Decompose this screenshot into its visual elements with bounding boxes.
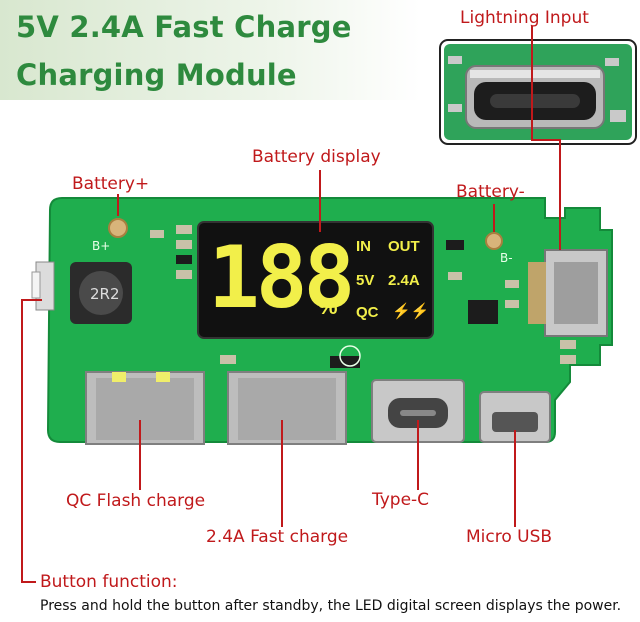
percent-sign: % (318, 294, 338, 319)
label-qc-flash-charge: QC Flash charge (66, 491, 206, 511)
label-battery-display: Battery display (252, 147, 381, 167)
led-display: 188 % IN OUT 5V 2.4A QC ⚡⚡ (198, 222, 433, 338)
pcb-board: B+ B- 2R2 (31, 197, 613, 445)
display-2-4a: 2.4A (388, 272, 420, 289)
lightning-inset (439, 39, 637, 145)
svg-text:B+: B+ (92, 239, 110, 253)
title-line-1: 5V 2.4A Fast Charge (16, 10, 352, 44)
lightning-bolt-icon: ⚡⚡ (392, 303, 430, 320)
display-in: IN (356, 238, 371, 255)
leader-lines (21, 26, 561, 583)
label-lightning-input: Lightning Input (460, 8, 589, 28)
label-battery-minus: Battery- (456, 182, 525, 202)
title-banner (0, 0, 420, 100)
label-type-c: Type-C (372, 490, 430, 510)
label-micro-usb: Micro USB (466, 527, 553, 547)
label-fast-charge: 2.4A Fast charge (206, 527, 349, 547)
label-battery-plus: Battery+ (72, 174, 150, 194)
title-line-2: Charging Module (16, 58, 297, 92)
display-5v: 5V (356, 272, 375, 289)
display-out: OUT (388, 238, 420, 255)
button-function-title: Button function: (40, 572, 178, 592)
svg-text:2R2: 2R2 (90, 285, 120, 303)
button-function-description: Press and hold the button after standby,… (40, 598, 622, 614)
display-qc: QC (356, 304, 379, 321)
svg-text:B-: B- (500, 251, 513, 265)
battery-digits: 188 (208, 228, 355, 328)
